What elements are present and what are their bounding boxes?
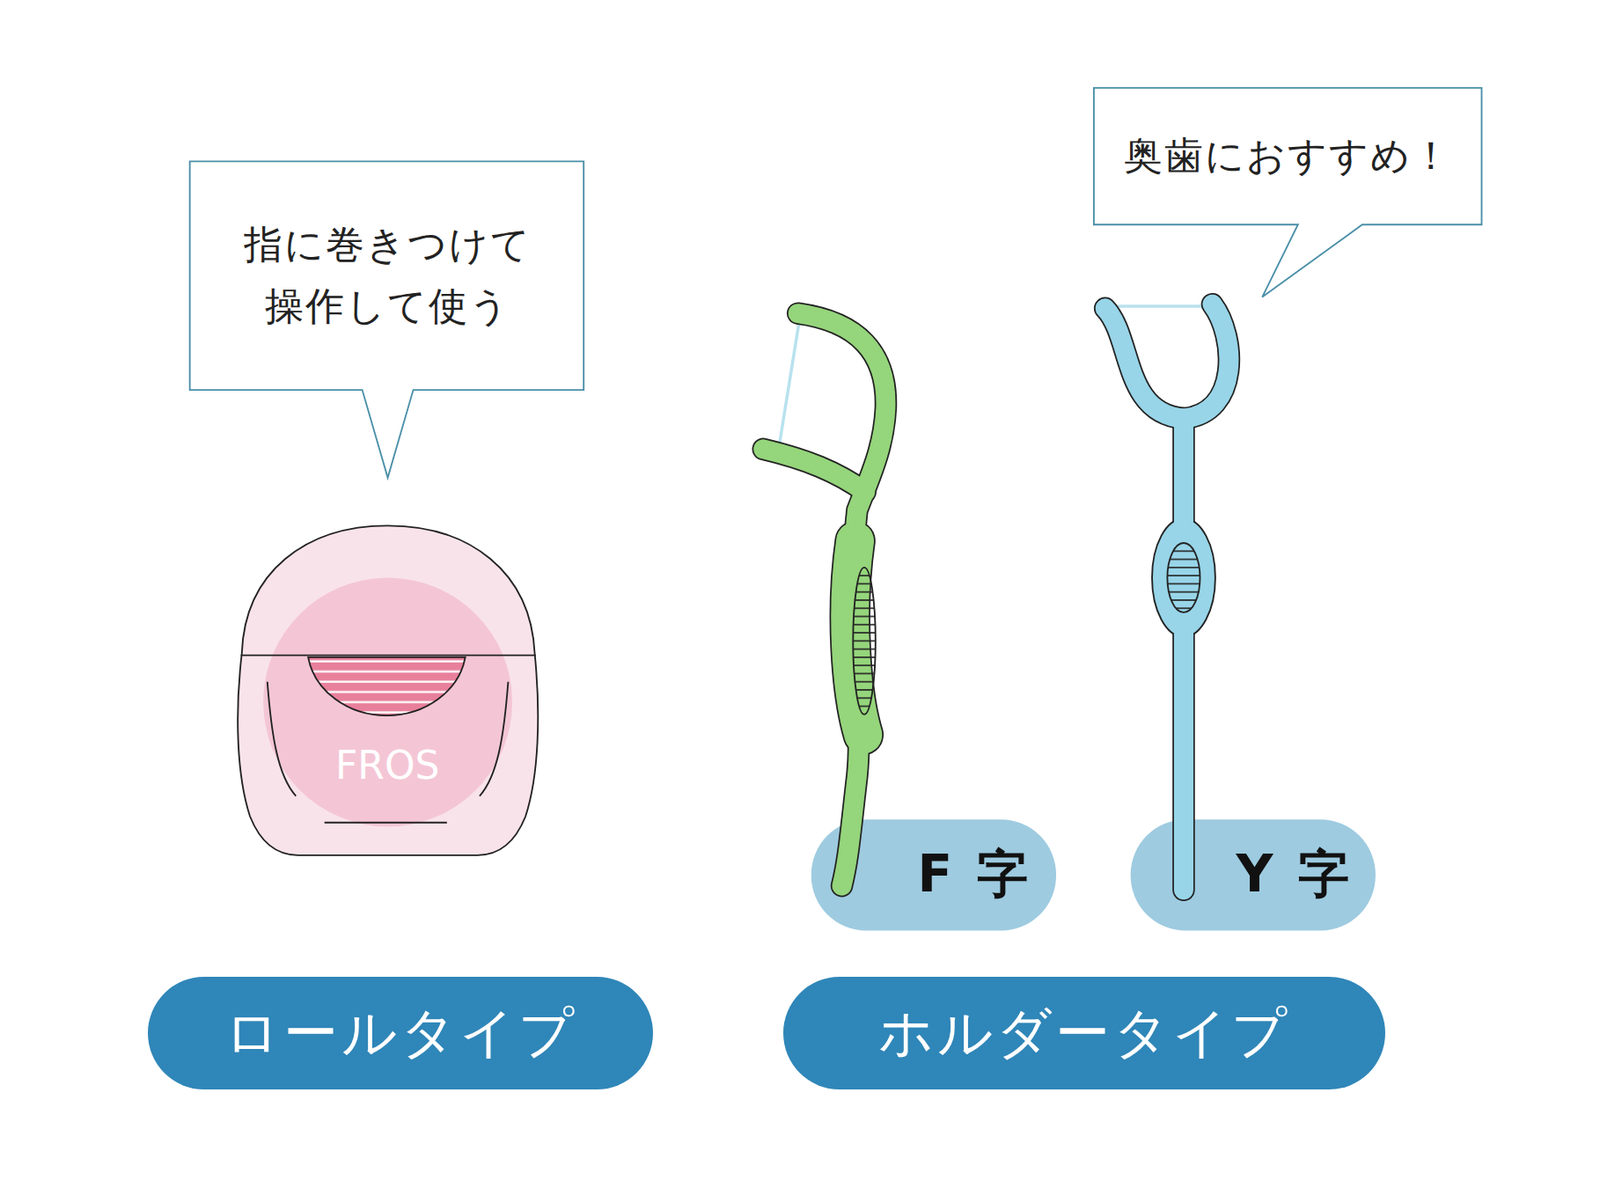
type-pill: F 字 <box>811 819 1057 931</box>
node-text: ロールタイプ <box>224 996 578 1071</box>
node-text: 指に巻きつけて 操作して使う <box>234 213 541 338</box>
node-text: F 字 <box>917 840 1033 910</box>
y-holder <box>1105 304 1230 891</box>
callout-box: 指に巻きつけて 操作して使う <box>190 161 585 390</box>
node-text: 奥歯におすすめ！ <box>1123 124 1453 187</box>
callout-box: 奥歯におすすめ！ <box>1093 88 1483 225</box>
node-text: ホルダータイプ <box>878 996 1291 1071</box>
category-pill: ホルダータイプ <box>783 976 1386 1090</box>
callout-outline <box>190 161 585 478</box>
node-text: Y 字 <box>1235 840 1352 910</box>
f-holder <box>763 313 886 886</box>
brand-label: FROS <box>335 742 440 788</box>
type-pill: Y 字 <box>1130 819 1376 931</box>
floss-roll <box>237 525 538 855</box>
callout-outline <box>1093 88 1483 298</box>
category-pill: ロールタイプ <box>147 976 654 1090</box>
pill-ground <box>1130 819 1376 931</box>
